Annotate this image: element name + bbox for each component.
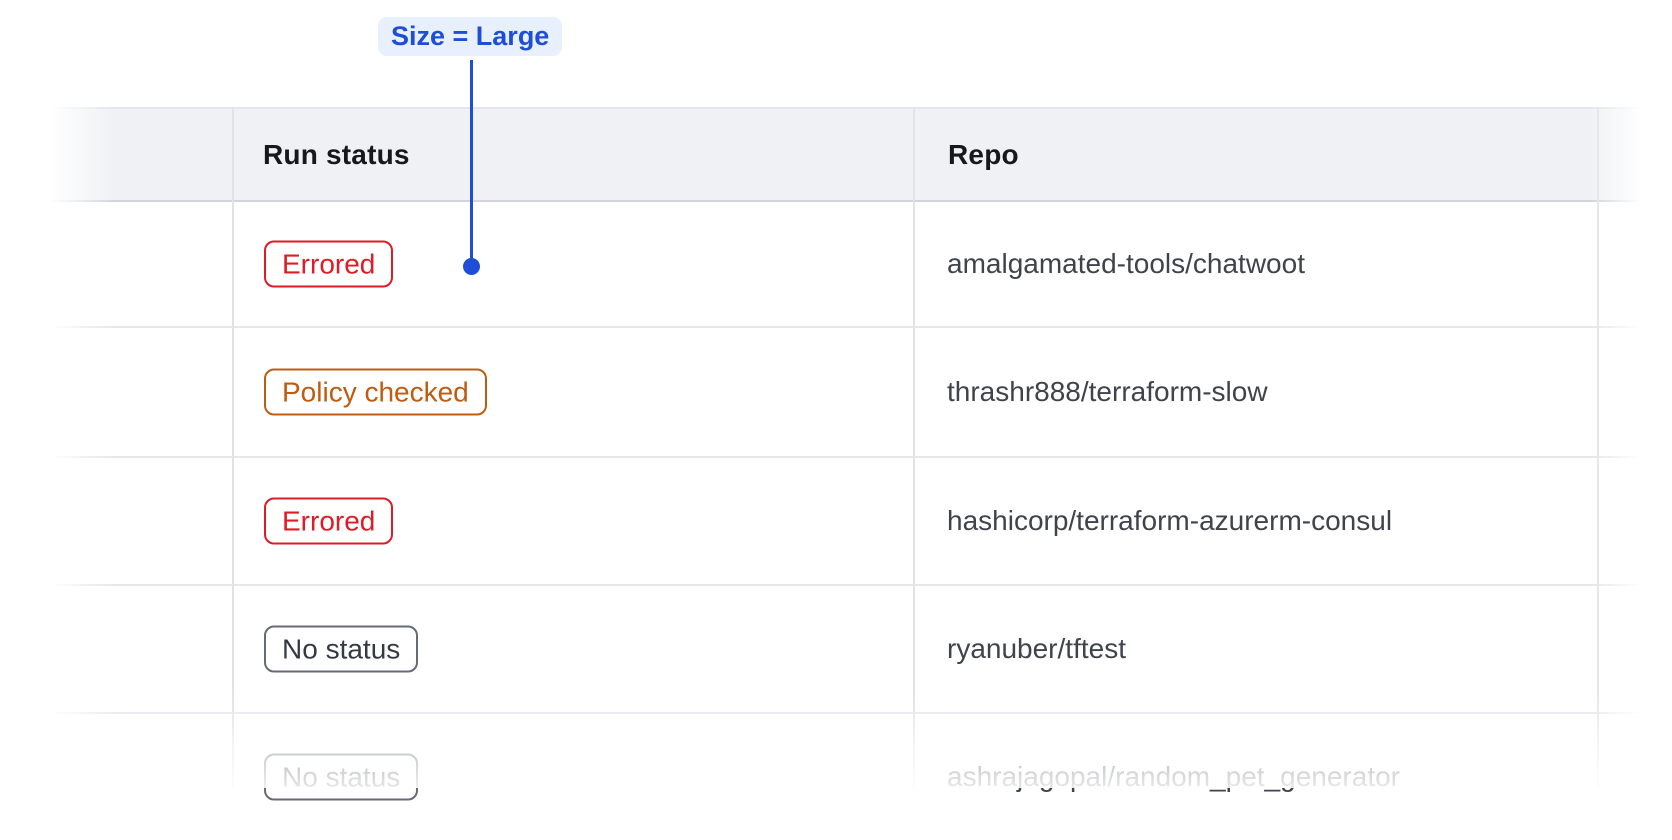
callout-dot-icon (463, 258, 480, 275)
run-status-badge: No status (264, 753, 419, 801)
callout-label: Size = Large (378, 17, 563, 56)
table-row[interactable]: Errored hashicorp/terraform-azurerm-cons… (0, 458, 1672, 586)
run-status-cell: No status (264, 625, 419, 673)
table-header-row: Run status Repo (0, 107, 1672, 202)
table-row[interactable]: No status ashrajagopal/random_pet_genera… (0, 714, 1672, 840)
run-status-cell: Policy checked (264, 368, 487, 416)
column-divider (232, 107, 234, 788)
runs-table: Run status Repo Errored amalgamated-tool… (0, 107, 1672, 801)
run-status-cell: Errored (264, 497, 394, 545)
run-status-badge: No status (264, 625, 419, 673)
run-status-cell: No status (264, 753, 419, 801)
repo-name: amalgamated-tools/chatwoot (947, 248, 1305, 279)
table-row[interactable]: No status ryanuber/tftest (0, 586, 1672, 714)
repo-name: hashicorp/terraform-azurerm-consul (947, 505, 1393, 536)
runs-table-screen: Run status Repo Errored amalgamated-tool… (0, 17, 1672, 801)
column-divider (1597, 107, 1599, 788)
table-row[interactable]: Policy checked thrashr888/terraform-slow (0, 328, 1672, 458)
column-divider (913, 107, 915, 788)
run-status-cell: Errored (264, 240, 394, 288)
repo-name: thrashr888/terraform-slow (947, 376, 1268, 407)
repo-name: ryanuber/tftest (947, 633, 1126, 664)
callout-line (470, 60, 473, 266)
run-status-badge: Errored (264, 240, 394, 288)
run-status-badge: Errored (264, 497, 394, 545)
run-status-badge: Policy checked (264, 368, 487, 416)
table-row[interactable]: Errored amalgamated-tools/chatwoot (0, 202, 1672, 328)
column-header-repo: Repo (948, 138, 1019, 170)
column-header-run-status: Run status (263, 138, 410, 170)
repo-name: ashrajagopal/random_pet_generator (947, 761, 1400, 792)
